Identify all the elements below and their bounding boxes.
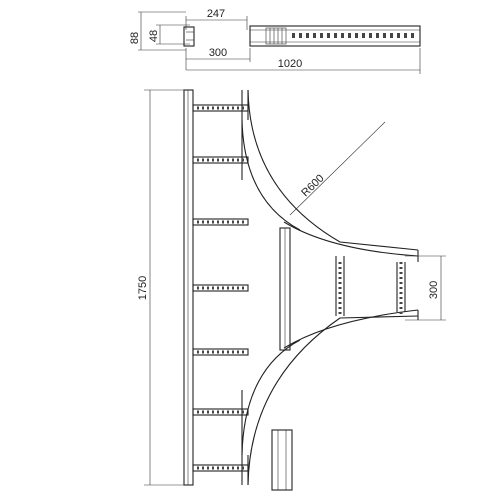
branch-slot (399, 302, 403, 304)
dim-300-top: 300 (209, 47, 227, 59)
branch-slot (338, 277, 342, 279)
ladder-rung (192, 348, 249, 356)
rail-slot (292, 33, 295, 38)
branch-slot (399, 282, 403, 284)
branch-slot (399, 297, 403, 299)
dim-300-side: 300 (428, 281, 440, 299)
dim-r600: R600 (299, 172, 326, 199)
branch-slot (338, 262, 342, 264)
dim-247: 247 (207, 8, 225, 20)
dim-88: 88 (129, 32, 141, 44)
branch-slot (338, 302, 342, 304)
rail-slot (369, 33, 372, 38)
branch-slot (399, 307, 403, 309)
rail-slot (327, 33, 330, 38)
branch-slot (399, 287, 403, 289)
dim-1750: 1750 (137, 276, 149, 300)
branch-slot (399, 277, 403, 279)
rail-slot (320, 33, 323, 38)
ladder-rungs (192, 104, 403, 472)
rail-slot (383, 33, 386, 38)
branch-slot (338, 307, 342, 309)
rail-slot (348, 33, 351, 38)
dim-1020: 1020 (278, 58, 302, 70)
side-elevation-view: 88 48 247 300 1020 (129, 8, 421, 74)
ladder-rung (192, 156, 249, 164)
branch-slot (338, 312, 342, 314)
rail-slot (362, 33, 365, 38)
rail-slot (411, 33, 414, 38)
rail-slot (355, 33, 358, 38)
plan-view: 1750 R600 (137, 89, 446, 491)
branch-slot (338, 297, 342, 299)
rail-slot (299, 33, 302, 38)
rail-slot (334, 33, 337, 38)
rail-slot (306, 33, 309, 38)
ladder-rung (192, 284, 249, 292)
branch-slot (399, 262, 403, 264)
branch-slot (338, 267, 342, 269)
branch-slot (399, 312, 403, 314)
rail-slot (313, 33, 316, 38)
rail-slots (292, 33, 414, 38)
branch-slot (338, 292, 342, 294)
rail-slot (404, 33, 407, 38)
branch-slot (399, 267, 403, 269)
branch-slot (338, 272, 342, 274)
ladder-rung (192, 464, 249, 472)
branch-slot (338, 282, 342, 284)
ladder-rung (192, 218, 249, 226)
rail-slot (390, 33, 393, 38)
branch-slot (399, 292, 403, 294)
ladder-rung (192, 104, 249, 112)
rail-slot (397, 33, 400, 38)
dim-48: 48 (148, 30, 160, 42)
ladder-rung (192, 408, 249, 416)
coupling-plate (271, 429, 293, 491)
branch-slot (399, 272, 403, 274)
rail-slot (376, 33, 379, 38)
branch-slot (338, 287, 342, 289)
rail-slot (341, 33, 344, 38)
